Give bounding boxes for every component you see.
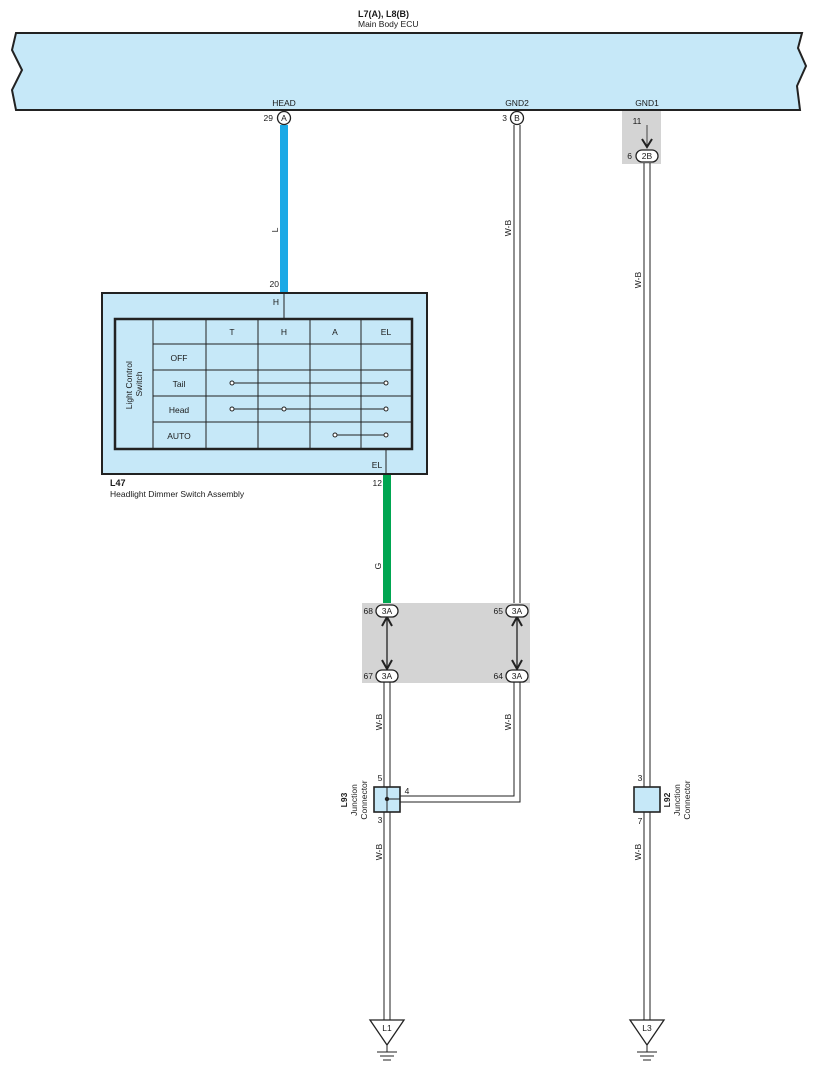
jc-3a-terminal-67: 3A 67 [364, 669, 399, 683]
svg-text:65: 65 [494, 606, 504, 616]
terminal-gnd2: B 3 [502, 110, 525, 126]
switch-name: Headlight Dimmer Switch Assembly [110, 489, 245, 499]
switch-pin-bottom-name: EL [372, 460, 383, 470]
row-label-off: OFF [171, 353, 188, 363]
ecu-code: L7(A), L8(B) [358, 9, 409, 19]
switch-connection-tail [229, 380, 389, 386]
col-header-h: H [281, 327, 287, 337]
switch-connection-head [229, 406, 389, 412]
el-wire-color: G [373, 563, 383, 570]
bottom-left-wire [383, 812, 391, 1020]
lower-left-wire [383, 682, 391, 787]
svg-text:4: 4 [405, 786, 410, 796]
svg-text:3A: 3A [382, 606, 393, 616]
svg-text:7: 7 [638, 816, 643, 826]
bottom-right-wire-color: W-B [633, 843, 643, 860]
gnd2-wire [513, 125, 521, 603]
row-label-head: Head [169, 405, 190, 415]
gnd1-wire-color: W-B [633, 271, 643, 288]
switch-table: Light Control Switch T H A EL OFF Tail H… [113, 317, 414, 451]
head-wire [280, 125, 288, 292]
terminal-gnd1-num: 11 [633, 116, 642, 126]
svg-text:L92: L92 [662, 792, 672, 807]
gnd1-arrow-icon [641, 138, 653, 149]
svg-text:3: 3 [638, 773, 643, 783]
row-label-tail: Tail [173, 379, 186, 389]
ground-l3: L3 [628, 1019, 666, 1061]
ground-triangle-icon [628, 1019, 666, 1047]
ground-symbol-icon [637, 1045, 657, 1061]
lower-right-wire [400, 682, 521, 803]
svg-text:L3: L3 [642, 1023, 652, 1033]
col-header-t: T [229, 327, 234, 337]
junction-connector-l92: 3 7 L92 Junction Connector [633, 773, 692, 826]
ecu-box [10, 32, 808, 111]
el-wire [383, 475, 391, 603]
svg-text:3: 3 [502, 113, 507, 123]
svg-text:Connector: Connector [359, 780, 369, 819]
svg-text:68: 68 [364, 606, 374, 616]
main-body-ecu: L7(A), L8(B) Main Body ECU HEAD GND2 GND… [10, 9, 808, 111]
terminal-head: A 29 [264, 110, 292, 126]
svg-text:A: A [281, 113, 287, 123]
svg-text:5: 5 [378, 773, 383, 783]
col-header-a: A [332, 327, 338, 337]
jc-3a-terminal-68: 3A 68 [364, 604, 399, 618]
switch-code: L47 [110, 478, 126, 488]
col-header-el: EL [381, 327, 392, 337]
svg-text:3A: 3A [382, 671, 393, 681]
ground-symbol-icon [377, 1045, 397, 1061]
lower-left-wire-color: W-B [374, 713, 384, 730]
svg-text:64: 64 [494, 671, 504, 681]
row-label-auto: AUTO [167, 431, 191, 441]
ecu-pin-head: HEAD [272, 98, 296, 108]
gnd1-wire [643, 163, 651, 1020]
terminal-gnd1-joint: 2B 6 [627, 149, 659, 163]
ground-l1: L1 [368, 1019, 406, 1061]
svg-text:L93: L93 [339, 792, 349, 807]
svg-text:3: 3 [378, 815, 383, 825]
ground-triangle-icon [368, 1019, 406, 1047]
switch-pin-top-num: 20 [270, 279, 280, 289]
ecu-pin-gnd1: GND1 [635, 98, 659, 108]
headlight-dimmer-switch: 20 H EL 12 L47 Headlight Dimmer Switch A… [101, 279, 428, 499]
svg-text:Junction: Junction [349, 784, 359, 816]
svg-text:2B: 2B [642, 151, 653, 161]
bottom-left-wire-color: W-B [374, 843, 384, 860]
svg-text:Junction: Junction [672, 784, 682, 816]
svg-text:Connector: Connector [682, 780, 692, 819]
jc-3a-terminal-65: 3A 65 [494, 604, 529, 618]
svg-text:L1: L1 [382, 1023, 392, 1033]
svg-text:67: 67 [364, 671, 374, 681]
svg-text:3A: 3A [512, 606, 523, 616]
jc-3a-terminal-64: 3A 64 [494, 669, 529, 683]
switch-connection-auto [332, 432, 389, 438]
ecu-name: Main Body ECU [358, 19, 418, 29]
switch-pin-bottom-num: 12 [373, 478, 383, 488]
svg-text:3A: 3A [512, 671, 523, 681]
ecu-pin-gnd2: GND2 [505, 98, 529, 108]
gnd2-wire-color: W-B [503, 219, 513, 236]
head-wire-color: L [270, 227, 280, 232]
switch-pin-top-name: H [273, 297, 279, 307]
svg-text:B: B [514, 113, 520, 123]
svg-text:29: 29 [264, 113, 274, 123]
svg-text:6: 6 [627, 151, 632, 161]
junction-connector-l93: 5 4 3 L93 Junction Connector [339, 773, 410, 825]
switch-side-label: Light Control Switch [124, 359, 144, 410]
lower-right-wire-color: W-B [503, 713, 513, 730]
